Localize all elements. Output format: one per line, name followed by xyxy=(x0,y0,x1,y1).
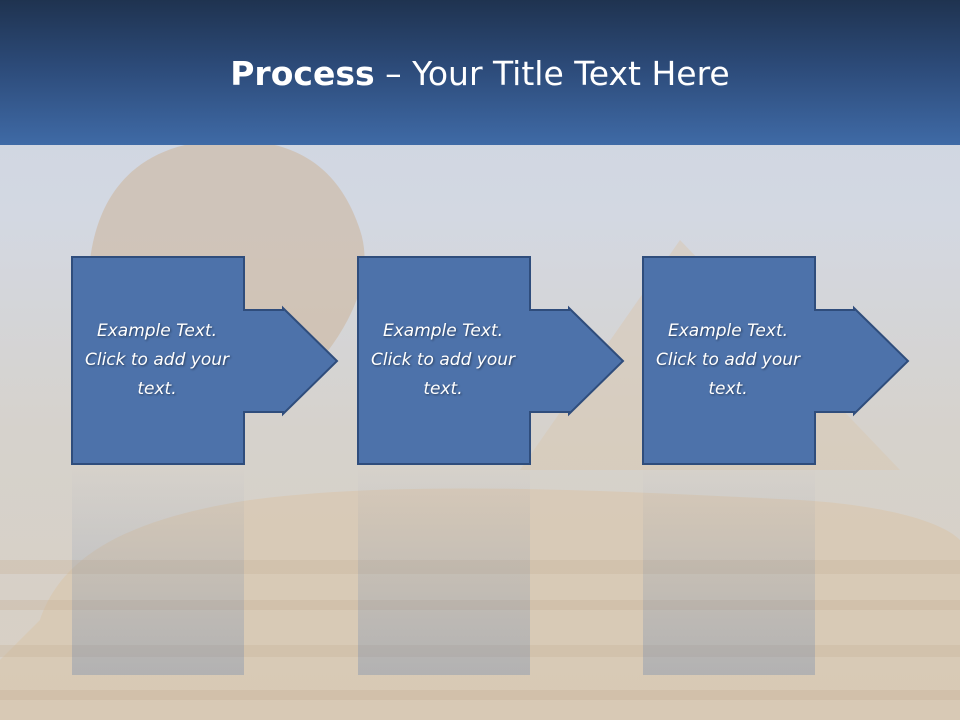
step-text[interactable]: Example Text. Click to add your text. xyxy=(370,320,515,399)
step-arrow-shape xyxy=(357,256,625,675)
title-bold: Process xyxy=(230,54,375,93)
process-step-1[interactable]: Example Text. Click to add your text. xyxy=(71,256,339,675)
title-bar: Process – Your Title Text Here xyxy=(0,0,960,145)
slide-title[interactable]: Process – Your Title Text Here xyxy=(0,52,960,96)
process-step-3[interactable]: Example Text. Click to add your text. xyxy=(642,256,910,675)
title-rest: – Your Title Text Here xyxy=(374,54,730,93)
step-text[interactable]: Example Text. Click to add your text. xyxy=(84,320,229,399)
process-step-2[interactable]: Example Text. Click to add your text. xyxy=(357,256,625,675)
step-text[interactable]: Example Text. Click to add your text. xyxy=(655,320,800,399)
step-arrow-shape xyxy=(71,256,339,675)
step-arrow-shape xyxy=(642,256,910,675)
